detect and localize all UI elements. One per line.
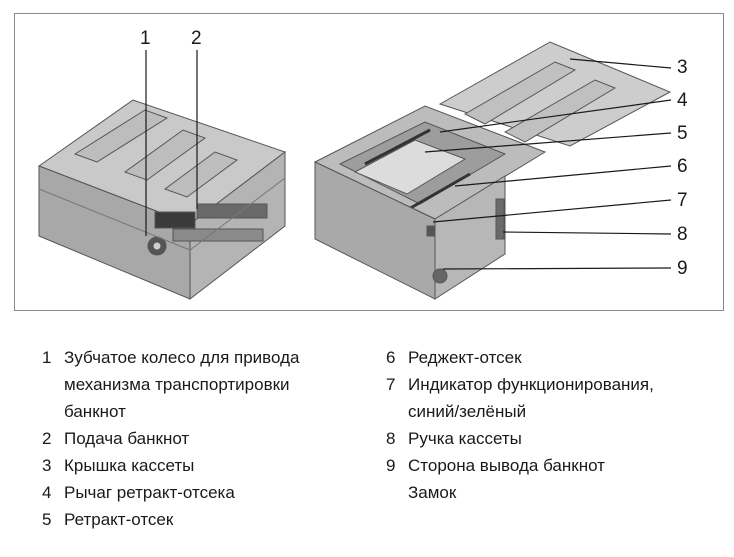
callout-3: 3 [677,57,688,78]
legend-text: Сторона вывода банкнот Замок [408,452,605,506]
legend-text: Ретракт-отсек [64,510,174,529]
callout-2: 2 [191,28,202,49]
legend-line: Сторона вывода банкнот [408,456,605,475]
legend-line: синий/зелёный [408,402,527,421]
callout-8: 8 [677,224,688,245]
legend-line: Индикатор функционирования, [408,375,654,394]
legend-text: Крышка кассеты [64,456,195,475]
legend-text: Подача банкнот [64,429,190,448]
diagram-frame: 1 2 3 4 5 6 7 8 9 [14,13,724,311]
legend-line: Зубчатое колесо для привода [64,348,300,367]
legend-num: 3 [42,456,52,475]
legend-num: 2 [42,429,52,448]
callout-7: 7 [677,190,688,211]
cassette-illustration [37,41,672,301]
legend-line: банкнот [64,402,126,421]
callout-9: 9 [677,258,688,279]
legend-num: 6 [386,348,396,367]
legend-num: 1 [42,348,52,367]
legend-text: Зубчатое колесо для привода механизма тр… [64,344,299,425]
open-cassette [313,41,672,300]
legend-text: Реджект-отсек [408,348,522,367]
legend-text: Индикатор функционирования, синий/зелёны… [408,371,654,425]
legend-num: 7 [386,375,396,394]
legend-line: Замок [408,483,457,502]
callout-6: 6 [677,156,688,177]
legend-text: Ручка кассеты [408,429,522,448]
callout-4: 4 [677,90,688,111]
callout-1: 1 [140,28,151,49]
leader-lines [145,50,672,270]
legend-line: механизма транспортировки [64,375,290,394]
legend-num: 5 [42,510,52,529]
callout-5: 5 [677,123,688,144]
legend-num: 4 [42,483,52,502]
legend-num: 8 [386,429,396,448]
closed-cassette [37,99,287,301]
legend-num: 9 [386,456,396,475]
legend-text: Рычаг ретракт-отсека [64,483,235,502]
